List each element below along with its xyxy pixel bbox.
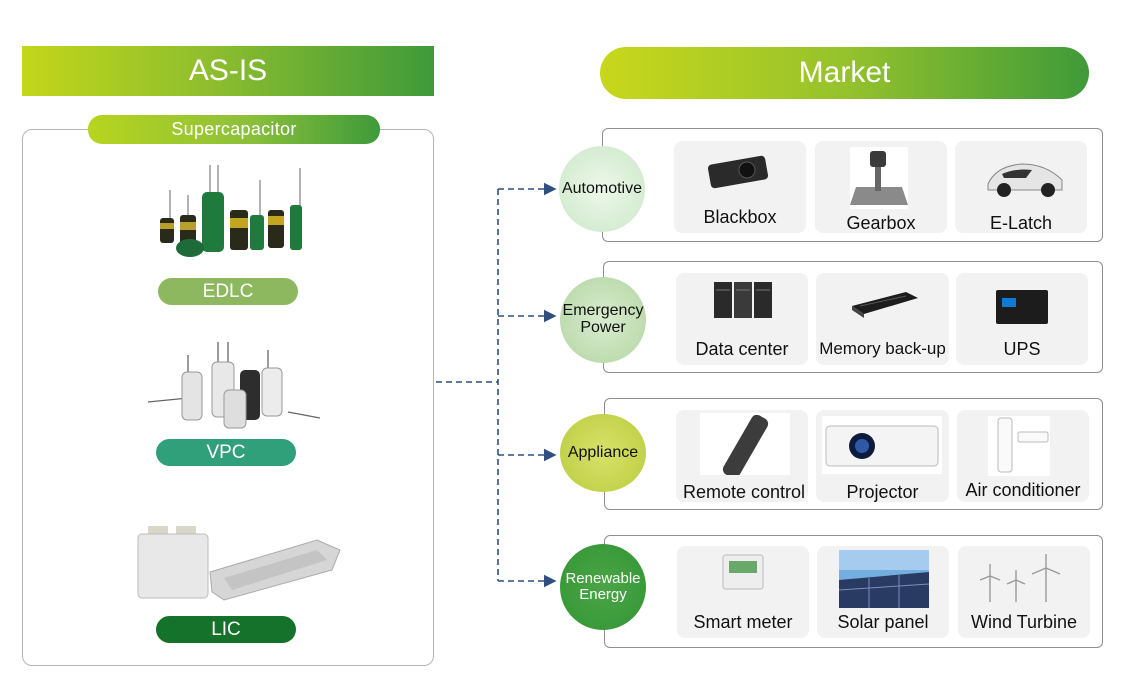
category-appliance-label: Appliance	[567, 443, 639, 461]
app-wind-turbine-label: Wind Turbine	[970, 612, 1078, 632]
category-appliance: Appliance	[560, 414, 646, 492]
category-automotive: Automotive	[559, 146, 645, 232]
category-renewable-energy: Renewable Energy	[560, 544, 646, 630]
app-gearbox-label: Gearbox	[846, 213, 916, 233]
market-title: Market	[798, 56, 891, 89]
category-emergency-power-line2: Power	[580, 319, 626, 336]
app-wind-turbine	[958, 546, 1090, 638]
app-blackbox	[674, 141, 806, 233]
data-center-icon	[714, 282, 772, 318]
app-memory-backup-label: Memory back-up	[819, 339, 946, 358]
app-projector-label: Projector	[846, 482, 919, 502]
category-emergency-power: Emergency Power	[560, 277, 646, 363]
category-emergency-power-line1: Emergency	[562, 302, 644, 320]
app-solar-panel-label: Solar panel	[837, 612, 929, 632]
wind-turbine-icon	[979, 554, 1061, 602]
memory-backup-icon	[852, 292, 918, 318]
vpc-image	[148, 342, 321, 429]
app-memory-backup	[816, 273, 949, 365]
app-blackbox-label: Blackbox	[703, 207, 777, 227]
category-automotive-label: Automotive	[561, 179, 643, 197]
ups-icon	[996, 290, 1048, 324]
as-is-title: AS-IS	[188, 54, 268, 87]
solar-panel-icon	[839, 550, 929, 608]
supercapacitor-label: Supercapacitor	[88, 115, 380, 144]
as-is-header: AS-IS	[22, 46, 434, 96]
lic-image	[137, 526, 341, 601]
app-smart-meter-label: Smart meter	[693, 612, 793, 632]
blackbox-icon	[707, 155, 769, 189]
e-latch-icon	[987, 163, 1063, 197]
smart-meter-icon	[722, 554, 764, 590]
market-header: Market	[600, 47, 1089, 99]
app-data-center-label: Data center	[695, 339, 789, 359]
edlc-label: EDLC	[158, 278, 298, 305]
app-air-conditioner-label: Air conditioner	[965, 480, 1081, 500]
edlc-image	[160, 165, 302, 257]
category-renewable-energy-line1: Renewable	[565, 570, 641, 588]
projector-icon	[822, 416, 942, 474]
air-conditioner-icon	[988, 416, 1050, 476]
vpc-label: VPC	[156, 439, 296, 466]
app-e-latch-label: E-Latch	[989, 213, 1053, 233]
app-remote-control-label: Remote control	[682, 482, 806, 502]
app-ups-label: UPS	[1003, 339, 1041, 359]
gearbox-icon	[850, 147, 908, 209]
remote-control-icon	[700, 413, 790, 475]
category-renewable-energy-line2: Energy	[579, 586, 627, 603]
lic-label: LIC	[156, 616, 296, 643]
